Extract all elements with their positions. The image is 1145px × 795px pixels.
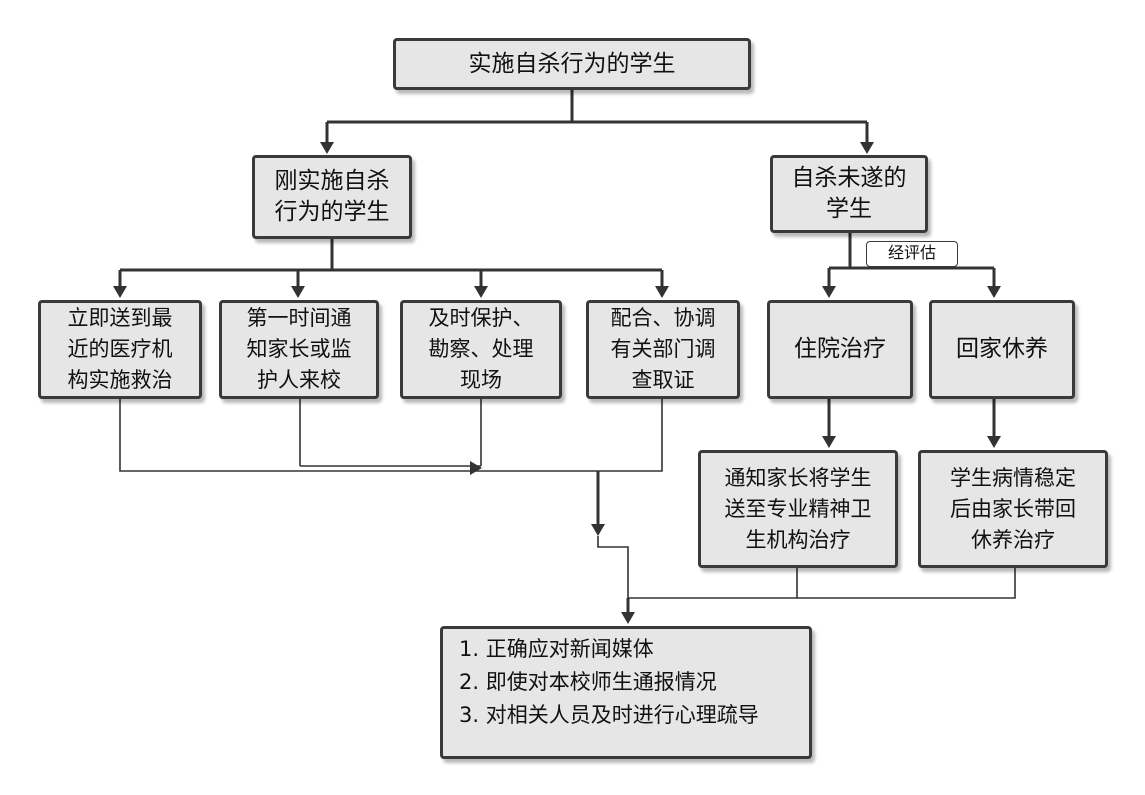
branch-left-node: 刚实施自杀 行为的学生 (252, 155, 412, 239)
arrowhead (591, 524, 605, 536)
final-step-2: 2. 即使对本校师生通报情况 (459, 670, 717, 694)
final-step-3: 3. 对相关人员及时进行心理疏导 (459, 703, 759, 727)
connector (628, 568, 798, 599)
right-detail-home: 学生病情稳定 后由家长带回 休养治疗 (918, 450, 1108, 568)
arrowhead (621, 612, 635, 624)
arrowhead (822, 286, 836, 298)
arrowhead (655, 286, 669, 298)
connector (797, 568, 1016, 599)
right-detail-hospital: 通知家长将学生 送至专业精神卫 生机构治疗 (698, 450, 898, 568)
final-step-1: 1. 正确应对新闻媒体 (459, 637, 654, 661)
arrowhead (470, 461, 482, 475)
arrowhead (987, 436, 1001, 448)
branch-right-node: 自杀未遂的 学生 (770, 155, 928, 233)
arrowhead (113, 286, 127, 298)
arrowhead (320, 142, 334, 154)
connector (482, 398, 663, 472)
arrowhead (860, 142, 874, 154)
root-node: 实施自杀行为的学生 (393, 38, 751, 90)
arrowhead (474, 286, 488, 298)
arrowhead (987, 286, 1001, 298)
connector (119, 398, 482, 472)
arrowhead (822, 436, 836, 448)
left-action-2: 第一时间通 知家长或监 护人来校 (219, 300, 379, 399)
left-action-1: 立即送到最 近的医疗机 构实施救治 (38, 300, 202, 399)
assess-label: 经评估 (866, 241, 958, 267)
right-option-home: 回家休养 (929, 300, 1075, 399)
left-action-4: 配合、协调 有关部门调 查取证 (586, 300, 740, 399)
right-option-hospital: 住院治疗 (767, 300, 913, 399)
left-action-3: 及时保护、 勘察、处理 现场 (400, 300, 562, 399)
connector (597, 536, 629, 614)
arrowhead (291, 286, 305, 298)
final-steps-box: 1. 正确应对新闻媒体 2. 即使对本校师生通报情况 3. 对相关人员及时进行心… (440, 626, 812, 759)
